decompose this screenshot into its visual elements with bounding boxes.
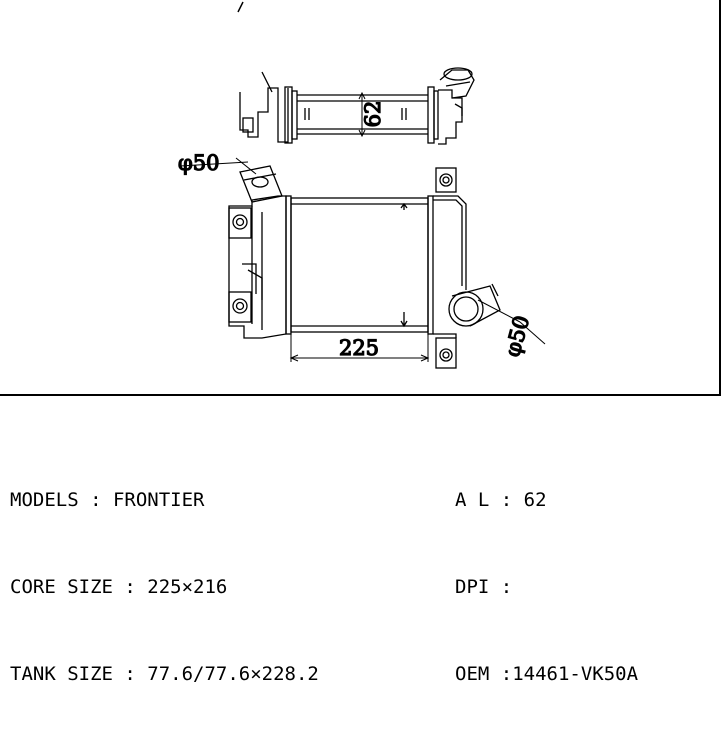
core-width-dimension: 225 — [339, 336, 379, 360]
spec-label: OEM — [455, 663, 490, 685]
spec-separator: : — [489, 489, 524, 511]
spec-separator: : — [78, 489, 113, 511]
spec-separator: : — [112, 663, 148, 685]
stray-mark — [237, 1, 244, 13]
spec-label: TANK SIZE — [10, 663, 113, 685]
spec-separator: : — [489, 663, 513, 685]
spec-value: FRONTIER — [112, 489, 205, 511]
spec-label: A L — [455, 489, 490, 511]
spec-value: 225×216 — [147, 576, 228, 598]
intercooler-technical-drawing: 62 — [177, 1, 546, 369]
spec-row-dpi: DPI : — [455, 573, 638, 602]
spec-value: 14461-VK50A — [512, 663, 639, 685]
spec-list-left: MODELS : FRONTIER CORE SIZE : 225×216 TA… — [10, 428, 319, 747]
side-height-dimension: 62 — [361, 101, 385, 128]
spec-row-tank-size: TANK SIZE : 77.6/77.6×228.2 — [10, 660, 319, 689]
spec-value: 77.6/77.6×228.2 — [147, 663, 319, 685]
spec-sheet: 62 — [0, 0, 721, 685]
spec-row-oem: OEM :14461-VK50A — [455, 660, 638, 689]
technical-drawing-frame: 62 — [0, 0, 721, 396]
spec-separator: : — [489, 576, 524, 598]
spec-label: MODELS — [10, 489, 79, 511]
inlet-diameter-dimension: φ50 — [178, 151, 219, 175]
side-view — [239, 67, 475, 145]
spec-value: 62 — [523, 489, 547, 511]
spec-label: CORE SIZE — [10, 576, 113, 598]
spec-separator: : — [112, 576, 148, 598]
spec-row-al: A L : 62 — [455, 486, 638, 515]
spec-label: DPI — [455, 576, 490, 598]
spec-list-right: A L : 62 DPI : OEM :14461-VK50A — [455, 428, 638, 747]
front-view — [179, 157, 546, 369]
outlet-diameter-dimension: φ50 — [500, 313, 534, 359]
spec-row-core-size: CORE SIZE : 225×216 — [10, 573, 319, 602]
spec-row-models: MODELS : FRONTIER — [10, 486, 319, 515]
